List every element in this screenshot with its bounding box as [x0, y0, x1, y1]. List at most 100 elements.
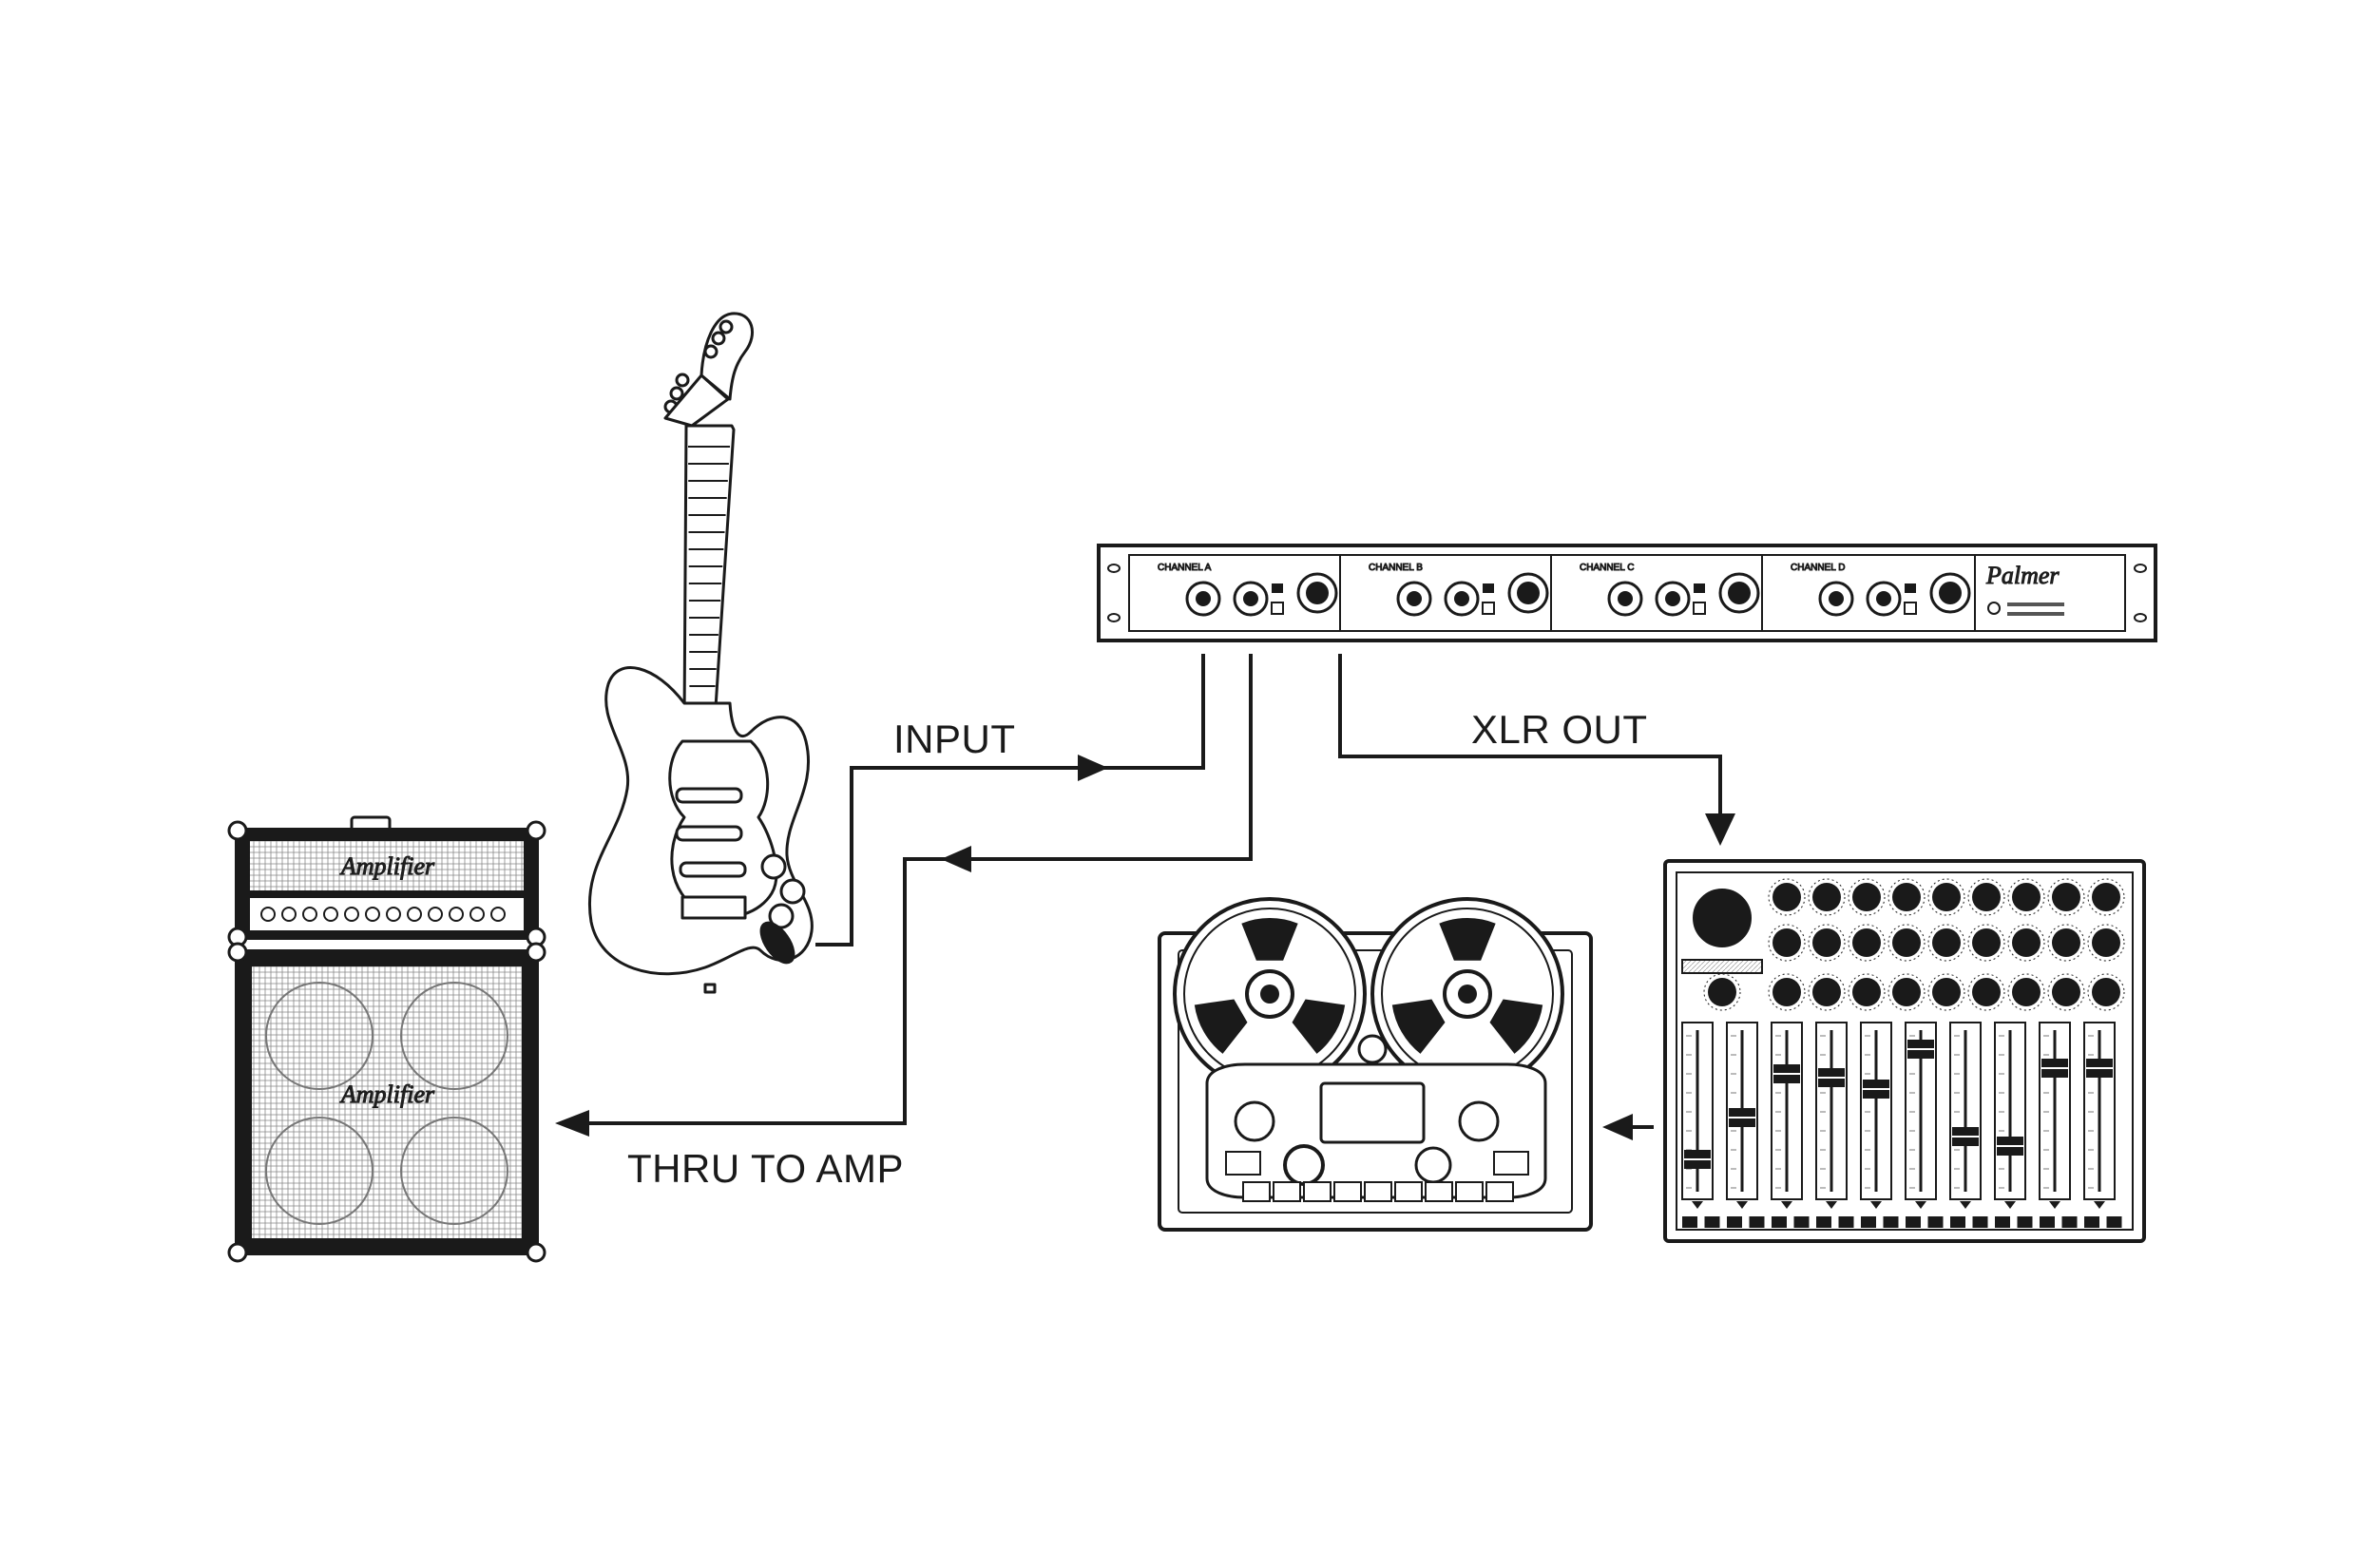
rack-channel: CHANNEL D — [1761, 555, 1971, 631]
amp-head: Amplifier — [227, 815, 546, 947]
mixer-indicator — [1736, 1201, 1748, 1209]
mixer-knob-scale — [1808, 878, 1846, 916]
jack-input-hole — [1829, 591, 1844, 606]
mixer-knob — [1972, 978, 2001, 1006]
mixer-knob-scale — [1848, 973, 1886, 1011]
mixer-knob-scale — [1887, 878, 1926, 916]
mixer-knob-scale — [2047, 878, 2085, 916]
mixer-knob — [1852, 978, 1881, 1006]
mixer-knob-scale — [1768, 878, 1806, 916]
mixer-indicator — [2049, 1201, 2060, 1209]
mixer-knob-scale — [1967, 924, 2005, 962]
mixer-knob-scale — [1887, 973, 1926, 1011]
amp-knob — [407, 907, 422, 922]
mixer-knob — [2092, 978, 2120, 1006]
thru-cable — [574, 654, 1253, 1125]
jack-input-hole — [1196, 591, 1211, 606]
xlr-connector-core — [1517, 582, 1540, 604]
amp-knob — [344, 907, 359, 922]
mixer-knob — [1772, 928, 1801, 957]
tape-reel-left — [1173, 897, 1367, 1091]
tape-button — [1455, 1181, 1484, 1202]
mixer-button — [1883, 1216, 1899, 1228]
mixer-knob — [1812, 928, 1841, 957]
amp-cabinet: Amplifier — [227, 942, 546, 1263]
tape-button — [1333, 1181, 1362, 1202]
amplifier-stack: Amplifier Amplifier — [227, 815, 546, 1263]
rack-button — [1482, 602, 1495, 615]
xlr-out-label: XLR OUT — [1471, 707, 1648, 752]
amp-knob — [281, 907, 297, 922]
mixing-console — [1663, 859, 2146, 1243]
mixer-indicator — [1870, 1201, 1882, 1209]
jack-input-hole — [1618, 591, 1633, 606]
mixer-knob — [1772, 978, 1801, 1006]
mixer-knob-scale — [1887, 924, 1926, 962]
xlr-connector-core — [1939, 582, 1962, 604]
mixer-display — [1681, 959, 1763, 974]
mixer-knob — [1972, 928, 2001, 957]
reel-spoke-window — [1241, 918, 1298, 961]
xlr-connector-core — [1306, 582, 1329, 604]
jack-link-hole — [1243, 591, 1258, 606]
mixer-knob — [1932, 978, 1961, 1006]
mixer-knob — [1852, 928, 1881, 957]
electric-guitar-icon — [588, 312, 814, 994]
tape-button — [1394, 1181, 1423, 1202]
mixer-knob — [1892, 928, 1921, 957]
mixer-knob-scale — [2047, 924, 2085, 962]
amp-head-logo: Amplifier — [339, 852, 435, 880]
jack-link-hole — [1665, 591, 1680, 606]
rack-channel-label: CHANNEL A — [1158, 563, 1212, 573]
tape-button — [1303, 1181, 1332, 1202]
mixer-knob — [1708, 978, 1736, 1006]
rack-channel-label: CHANNEL D — [1791, 563, 1845, 573]
amp-knob — [260, 907, 276, 922]
mixer-knob — [1892, 883, 1921, 911]
mixer-knob — [2052, 928, 2080, 957]
mixer-indicator — [1692, 1201, 1703, 1209]
reel-spoke-window — [1194, 999, 1248, 1054]
amp-knob — [365, 907, 380, 922]
mixer-knob-scale — [2007, 924, 2045, 962]
amp-knob — [302, 907, 317, 922]
mixer-knob — [2092, 928, 2120, 957]
rack-brand-panel: Palmer — [1974, 555, 2064, 631]
mixer-knob-scale — [1703, 973, 1741, 1011]
rack-button — [1904, 602, 1917, 615]
xlr-arrow — [1705, 813, 1735, 846]
rack-button — [1693, 602, 1706, 615]
mixer-knob — [2052, 978, 2080, 1006]
mixer-knob-scale — [1768, 924, 1806, 962]
rack-channel: CHANNEL C — [1550, 555, 1760, 631]
rack-switch — [1694, 583, 1705, 593]
reel-to-reel-tape-machine — [1158, 897, 1593, 1232]
tape-button — [1273, 1181, 1301, 1202]
rack-button — [1271, 602, 1284, 615]
mixer-knob-scale — [2047, 973, 2085, 1011]
mixer-button — [1906, 1216, 1921, 1228]
signal-arrows — [555, 755, 1735, 1140]
signal-cables — [574, 654, 1722, 1129]
mixer-button — [2040, 1216, 2055, 1228]
mixer-knob — [2012, 978, 2041, 1006]
mixer-button — [2106, 1216, 2122, 1228]
rack-channel-label: CHANNEL C — [1580, 563, 1634, 573]
mixer-knob — [1892, 978, 1921, 1006]
mixer-knob-scale — [2087, 878, 2125, 916]
mixer-knob-scale — [1808, 973, 1846, 1011]
amp-cabinet-logo: Amplifier — [339, 1080, 435, 1108]
mixer-knob-scale — [1927, 878, 1965, 916]
reel-spoke-window — [1292, 999, 1346, 1054]
mixer-indicator — [2094, 1201, 2105, 1209]
tape-button — [1364, 1181, 1392, 1202]
tape-button — [1425, 1181, 1453, 1202]
input-label: INPUT — [893, 717, 1016, 761]
rack-switch — [1483, 583, 1494, 593]
mixer-button — [1950, 1216, 1965, 1228]
amp-knob — [428, 907, 443, 922]
mixer-knob-scale — [1927, 924, 1965, 962]
mixer-knob-scale — [2087, 973, 2125, 1011]
